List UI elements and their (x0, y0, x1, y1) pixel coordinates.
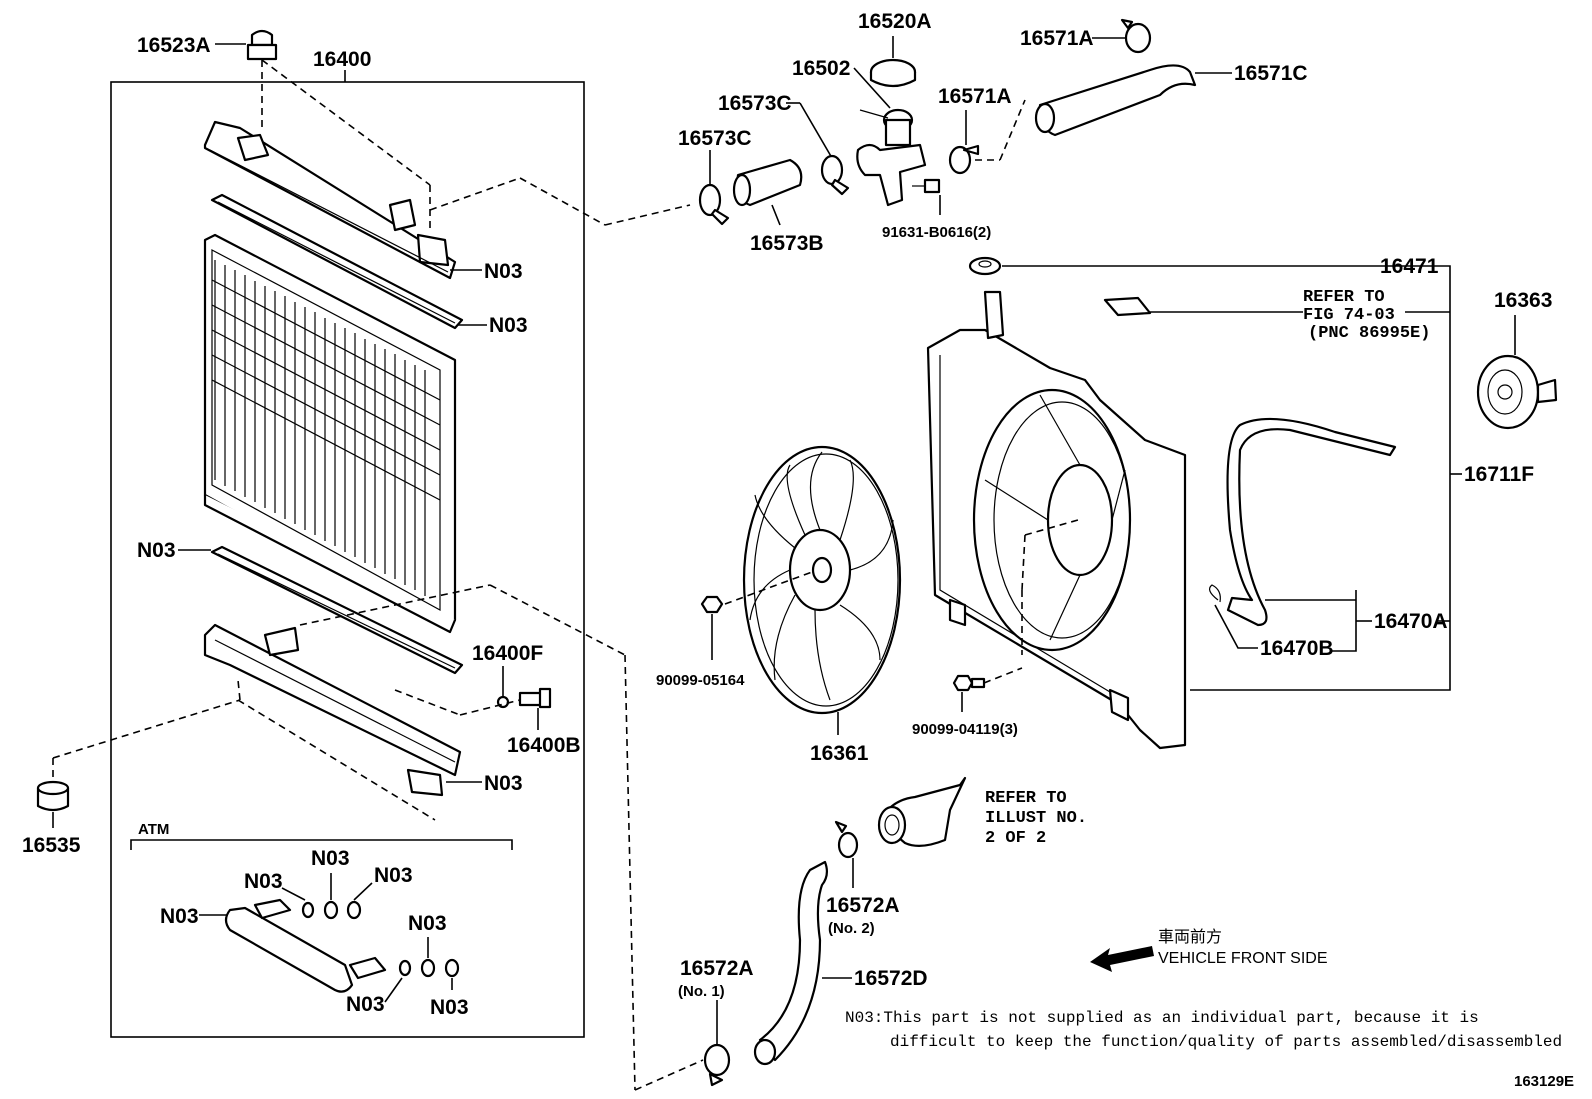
label-90099-05164: 90099-05164 (656, 672, 745, 689)
refer-fig-line2: FIG 74-03 (1303, 306, 1395, 325)
label-16535: 16535 (22, 834, 81, 857)
label-16573C-a: 16573C (678, 127, 752, 150)
label-n03-upper-tank: N03 (484, 260, 523, 283)
refer-illust-line1: REFER TO (985, 789, 1067, 808)
oil-cooler-pipe-icon (224, 898, 387, 993)
radiator-drain-cap-icon (246, 29, 278, 61)
refer-fig-line1: REFER TO (1303, 288, 1385, 307)
radiator-core-icon (203, 233, 457, 634)
label-n03-oring-6: N03 (430, 996, 469, 1019)
atm-o-rings-upper-icon (301, 900, 362, 920)
label-16470A: 16470A (1374, 610, 1448, 633)
label-16572A-no1: 16572A (680, 957, 754, 980)
cooling-fan-16361-icon (742, 445, 902, 715)
label-16572A-no2: 16572A (826, 894, 900, 917)
bolt-91631-icon (912, 178, 941, 194)
label-n03-oring-2: N03 (311, 847, 350, 870)
label-16363: 16363 (1494, 289, 1552, 312)
water-outlet-icon (877, 776, 967, 847)
label-n03-oring-3: N03 (374, 864, 413, 887)
label-16573B: 16573B (750, 232, 824, 255)
radiator-upper-tank-icon (203, 120, 457, 280)
label-90099-04119: 90099-04119(3) (912, 721, 1018, 738)
direction-jp: 車両前方 (1158, 928, 1222, 946)
fan-shroud-icon (926, 290, 1187, 750)
hose-clamp-16573C-a-icon (698, 183, 730, 226)
direction-en: VEHICLE FRONT SIDE (1158, 950, 1328, 967)
label-n03-lower-gasket: N03 (137, 539, 176, 562)
grommet-16471-icon (968, 256, 1002, 276)
inlet-hose-16573B-icon (732, 158, 803, 207)
refer-illust-line2: ILLUST NO. (985, 809, 1087, 828)
label-16572A-no2-sub: (No. 2) (828, 920, 875, 937)
label-n03-oring-5: N03 (346, 993, 385, 1016)
label-16400F: 16400F (472, 642, 543, 665)
note-line2: difficult to keep the function/quality o… (890, 1033, 1562, 1051)
label-16571C: 16571C (1234, 62, 1308, 85)
label-n03-oring-1: N03 (244, 870, 283, 893)
drain-plug-icon (518, 687, 552, 709)
radiator-support-cushion-icon (36, 780, 70, 812)
wire-clip-16470B-icon (1208, 584, 1221, 603)
label-91631: 91631-B0616(2) (882, 224, 991, 241)
atm-o-rings-lower-icon (398, 958, 460, 978)
label-16400: 16400 (313, 48, 371, 71)
label-atm: ATM (138, 821, 169, 838)
hose-clamp-16572A-no2-icon (834, 820, 859, 859)
label-16572D: 16572D (854, 967, 928, 990)
label-16471: 16471 (1380, 255, 1439, 278)
figure-id: 163129E (1514, 1073, 1574, 1090)
label-16502: 16502 (792, 57, 850, 80)
radiator-cap-16520A-icon (869, 58, 917, 88)
label-16571A-mid: 16571A (938, 85, 1012, 108)
label-16572A-no1-sub: (No. 1) (678, 983, 725, 1000)
refer-fig-line3: (PNC 86995E) (1308, 324, 1430, 343)
hose-clamp-16571A-top-icon (1120, 18, 1152, 54)
water-inlet-neck-16502-icon (856, 108, 927, 207)
label-n03-upper-gasket: N03 (489, 314, 528, 337)
label-n03-lower-tank: N03 (484, 772, 523, 795)
upper-gasket-icon (210, 193, 464, 330)
radiator-lower-tank-icon (203, 623, 462, 797)
label-16573C-b: 16573C (718, 92, 792, 115)
label-16470B: 16470B (1260, 637, 1334, 660)
label-16400B: 16400B (507, 734, 581, 757)
lower-gasket-icon (210, 545, 464, 675)
hose-clamp-16573C-b-icon (820, 154, 850, 196)
shroud-bolt-icon (952, 674, 986, 692)
label-16520A: 16520A (858, 10, 932, 33)
label-n03-atm-pipe: N03 (160, 905, 199, 928)
label-16523A: 16523A (137, 34, 211, 57)
fan-motor-16363-icon (1476, 354, 1558, 430)
vehicle-front-arrow-icon (1090, 946, 1154, 972)
hose-clamp-16572A-no1-icon (703, 1043, 731, 1087)
wire-harness-16470A-icon (1226, 417, 1397, 627)
radiator-assembly-frame (110, 81, 585, 1038)
label-16711F: 16711F (1464, 463, 1534, 486)
hose-clamp-16571A-mid-icon (948, 144, 980, 175)
radiator-hose-16572D-icon (753, 860, 829, 1066)
label-16361: 16361 (810, 742, 869, 765)
label-16571A-top: 16571A (1020, 27, 1094, 50)
radiator-hose-16571C-icon (1034, 64, 1197, 137)
label-n03-oring-4: N03 (408, 912, 447, 935)
caution-label-icon (1103, 296, 1152, 317)
note-line1: N03:This part is not supplied as an indi… (845, 1009, 1479, 1027)
fan-nut-icon (700, 595, 724, 614)
refer-illust-line3: 2 OF 2 (985, 829, 1046, 848)
